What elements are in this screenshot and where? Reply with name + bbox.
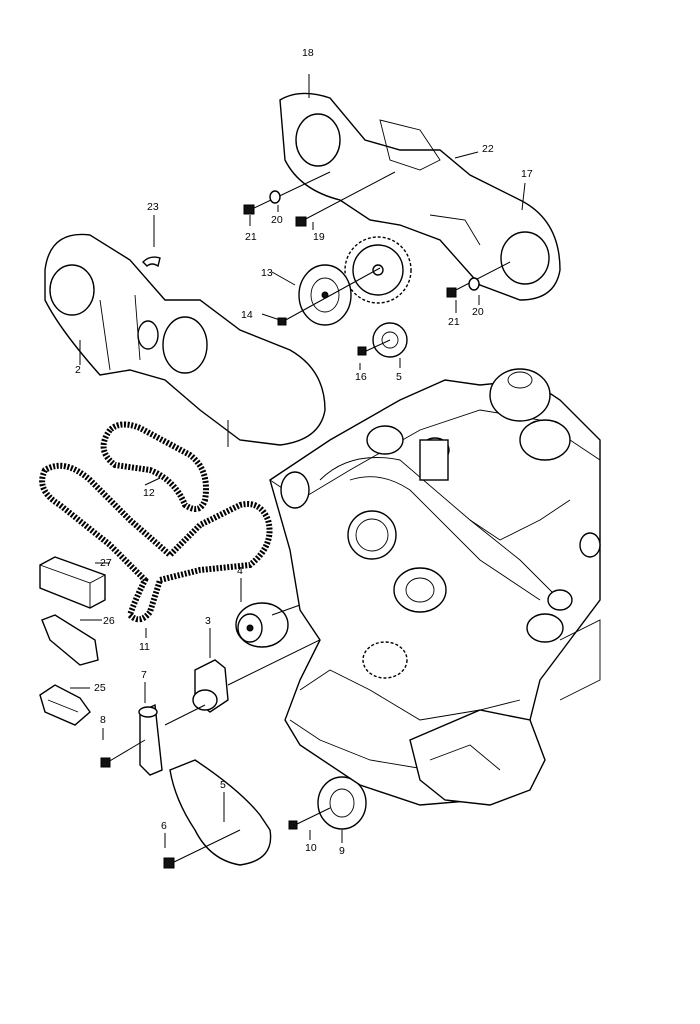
- label-21a: 21: [245, 231, 257, 243]
- label-22: 22: [482, 143, 494, 155]
- tensioner: [192, 629, 341, 713]
- clip: [142, 256, 161, 268]
- label-12: 12: [143, 487, 155, 499]
- label-7: 7: [141, 669, 147, 681]
- idler-roller: [235, 602, 301, 648]
- label-17: 17: [521, 168, 533, 180]
- bracket-25: [39, 684, 91, 726]
- label-16: 16: [355, 371, 367, 383]
- label-2: 2: [75, 364, 81, 376]
- label-26: 26: [103, 615, 115, 627]
- label-19: 19: [313, 231, 325, 243]
- hub-pulley: [298, 264, 352, 326]
- damper-tensioner: [100, 703, 206, 776]
- rear-timing-cover-upper: [279, 92, 561, 301]
- part-number-labels: 18 22 17 23 20 21 19 13 14 21 20 2 16 5 …: [75, 47, 533, 857]
- label-4: 4: [237, 565, 243, 577]
- label-27: 27: [100, 557, 112, 569]
- label-25: 25: [94, 682, 106, 694]
- label-5-upper: 5: [396, 371, 402, 383]
- label-23: 23: [147, 201, 159, 213]
- label-20b: 20: [472, 306, 484, 318]
- label-8: 8: [100, 714, 106, 726]
- engine-block: [269, 368, 601, 806]
- timing-belt-cover-upper: [44, 233, 326, 446]
- label-10: 10: [305, 842, 317, 854]
- leader-lines: [70, 74, 526, 848]
- timing-belt: [39, 421, 273, 623]
- guide-bracket: [41, 614, 99, 666]
- timing-belt-cover-lower: [163, 759, 272, 869]
- label-14: 14: [241, 309, 253, 321]
- label-5-lower: 5: [220, 779, 226, 791]
- label-20a: 20: [271, 214, 283, 226]
- label-21b: 21: [448, 316, 460, 328]
- bolts-upper: [243, 171, 511, 356]
- label-6: 6: [161, 820, 167, 832]
- label-3: 3: [205, 615, 211, 627]
- label-9: 9: [339, 845, 345, 857]
- crankshaft-pulley: [288, 776, 367, 830]
- label-11: 11: [139, 641, 150, 653]
- damping-block: [39, 556, 106, 609]
- label-13: 13: [261, 267, 273, 279]
- label-18: 18: [302, 47, 314, 59]
- camshaft-sprocket: [344, 236, 412, 304]
